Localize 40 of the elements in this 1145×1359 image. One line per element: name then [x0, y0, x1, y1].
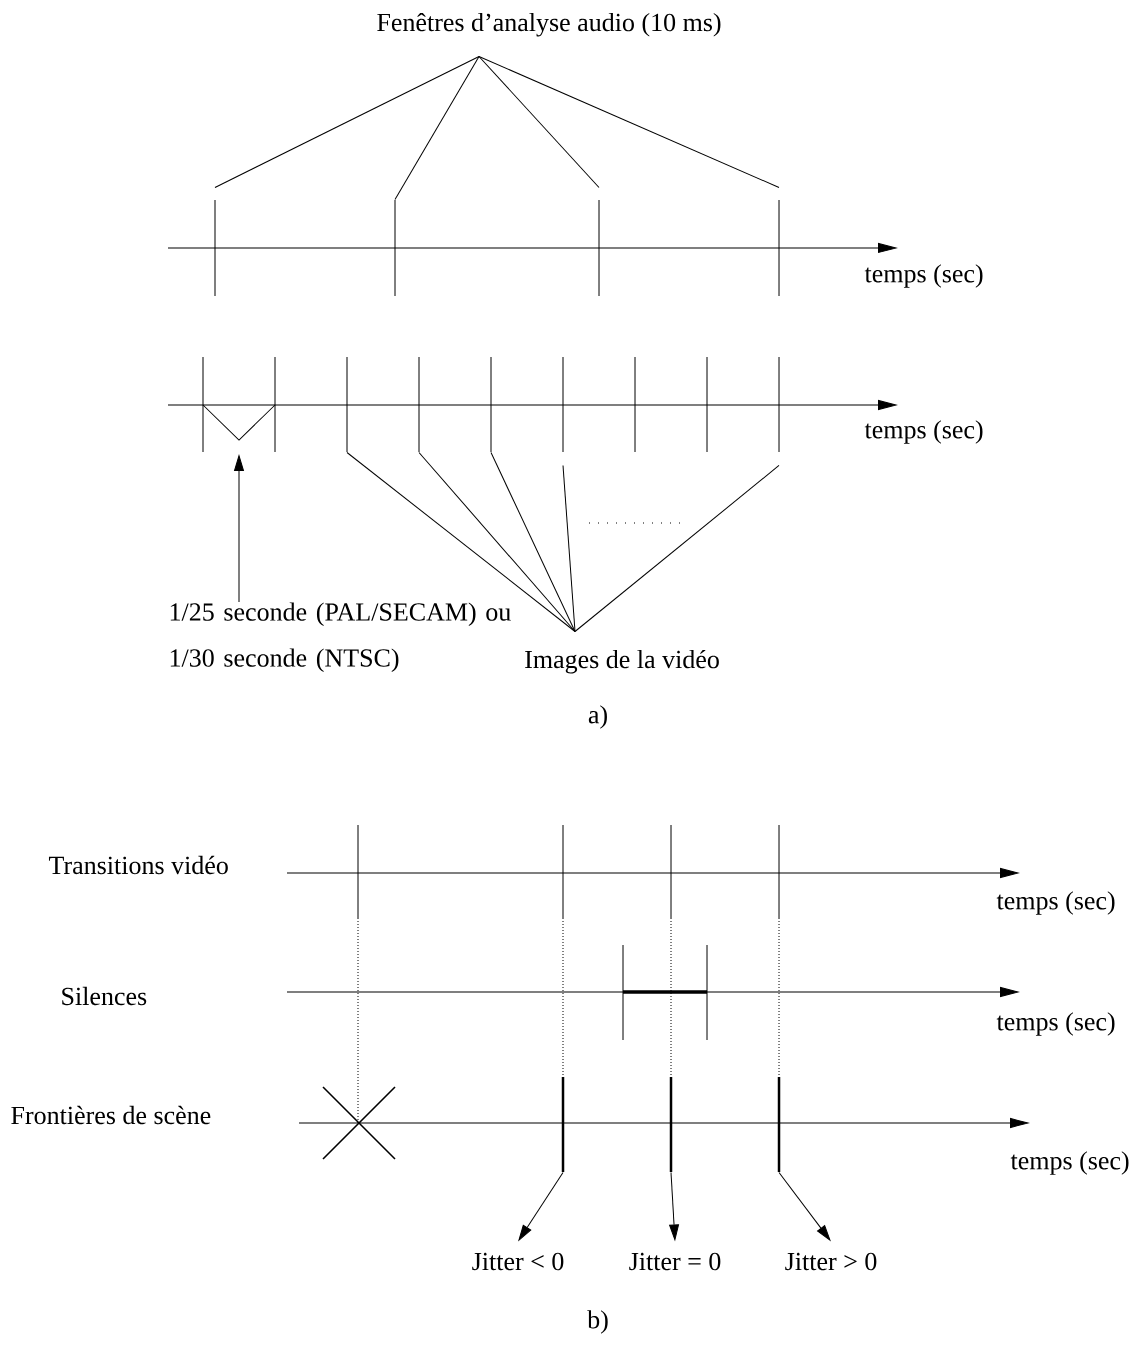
leader-line: [562, 465, 576, 632]
arrow: [518, 1172, 564, 1241]
axis-label: temps (sec): [1010, 1151, 1129, 1175]
note-text: 1/25 seconde (PAL/SECAM) ou 1/30 seconde (NTSC): [170, 602, 511, 673]
arrow: [669, 1172, 679, 1241]
tick-mark: [394, 199, 396, 297]
tick-mark: [598, 199, 600, 297]
tick-mark: [777, 1077, 781, 1172]
panel-label: a): [588, 705, 607, 729]
row-label: Transitions vidéo: [48, 855, 228, 875]
axis-label: temps (sec): [864, 264, 983, 288]
leader-line: [394, 56, 480, 200]
arrow: [778, 1172, 831, 1241]
title-text: Fenêtres d’analyse audio (10 ms): [377, 12, 721, 37]
tick-mark: [562, 356, 564, 453]
panel-label: b): [587, 1310, 608, 1334]
leader-line: [478, 56, 780, 188]
jitter-label: Jitter > 0: [785, 1252, 877, 1271]
axis-label: temps (sec): [996, 1012, 1115, 1036]
leader-line: [214, 56, 480, 188]
arrow: [234, 455, 244, 603]
jitter-label: Jitter < 0: [472, 1252, 564, 1271]
axis-label: temps (sec): [864, 420, 983, 444]
tick-mark: [778, 199, 780, 297]
row-label: Frontières de scène: [11, 1105, 211, 1125]
tick-mark: [561, 1077, 565, 1172]
jitter-label: Jitter = 0: [629, 1252, 721, 1271]
tick-mark: [214, 199, 216, 297]
leader-line: [418, 452, 576, 632]
leader-line: [478, 56, 600, 188]
axis-label: temps (sec): [996, 891, 1115, 915]
tick-mark: [669, 1077, 673, 1172]
row-label: Silences: [62, 986, 147, 1006]
tick-mark: [778, 356, 780, 453]
tick-mark: [418, 356, 420, 453]
callout-text: Images de la vidéo: [525, 649, 719, 674]
leader-line: [490, 452, 576, 632]
tick-mark: [346, 356, 348, 453]
leader-line: [574, 465, 780, 632]
tick-mark: [490, 356, 492, 453]
